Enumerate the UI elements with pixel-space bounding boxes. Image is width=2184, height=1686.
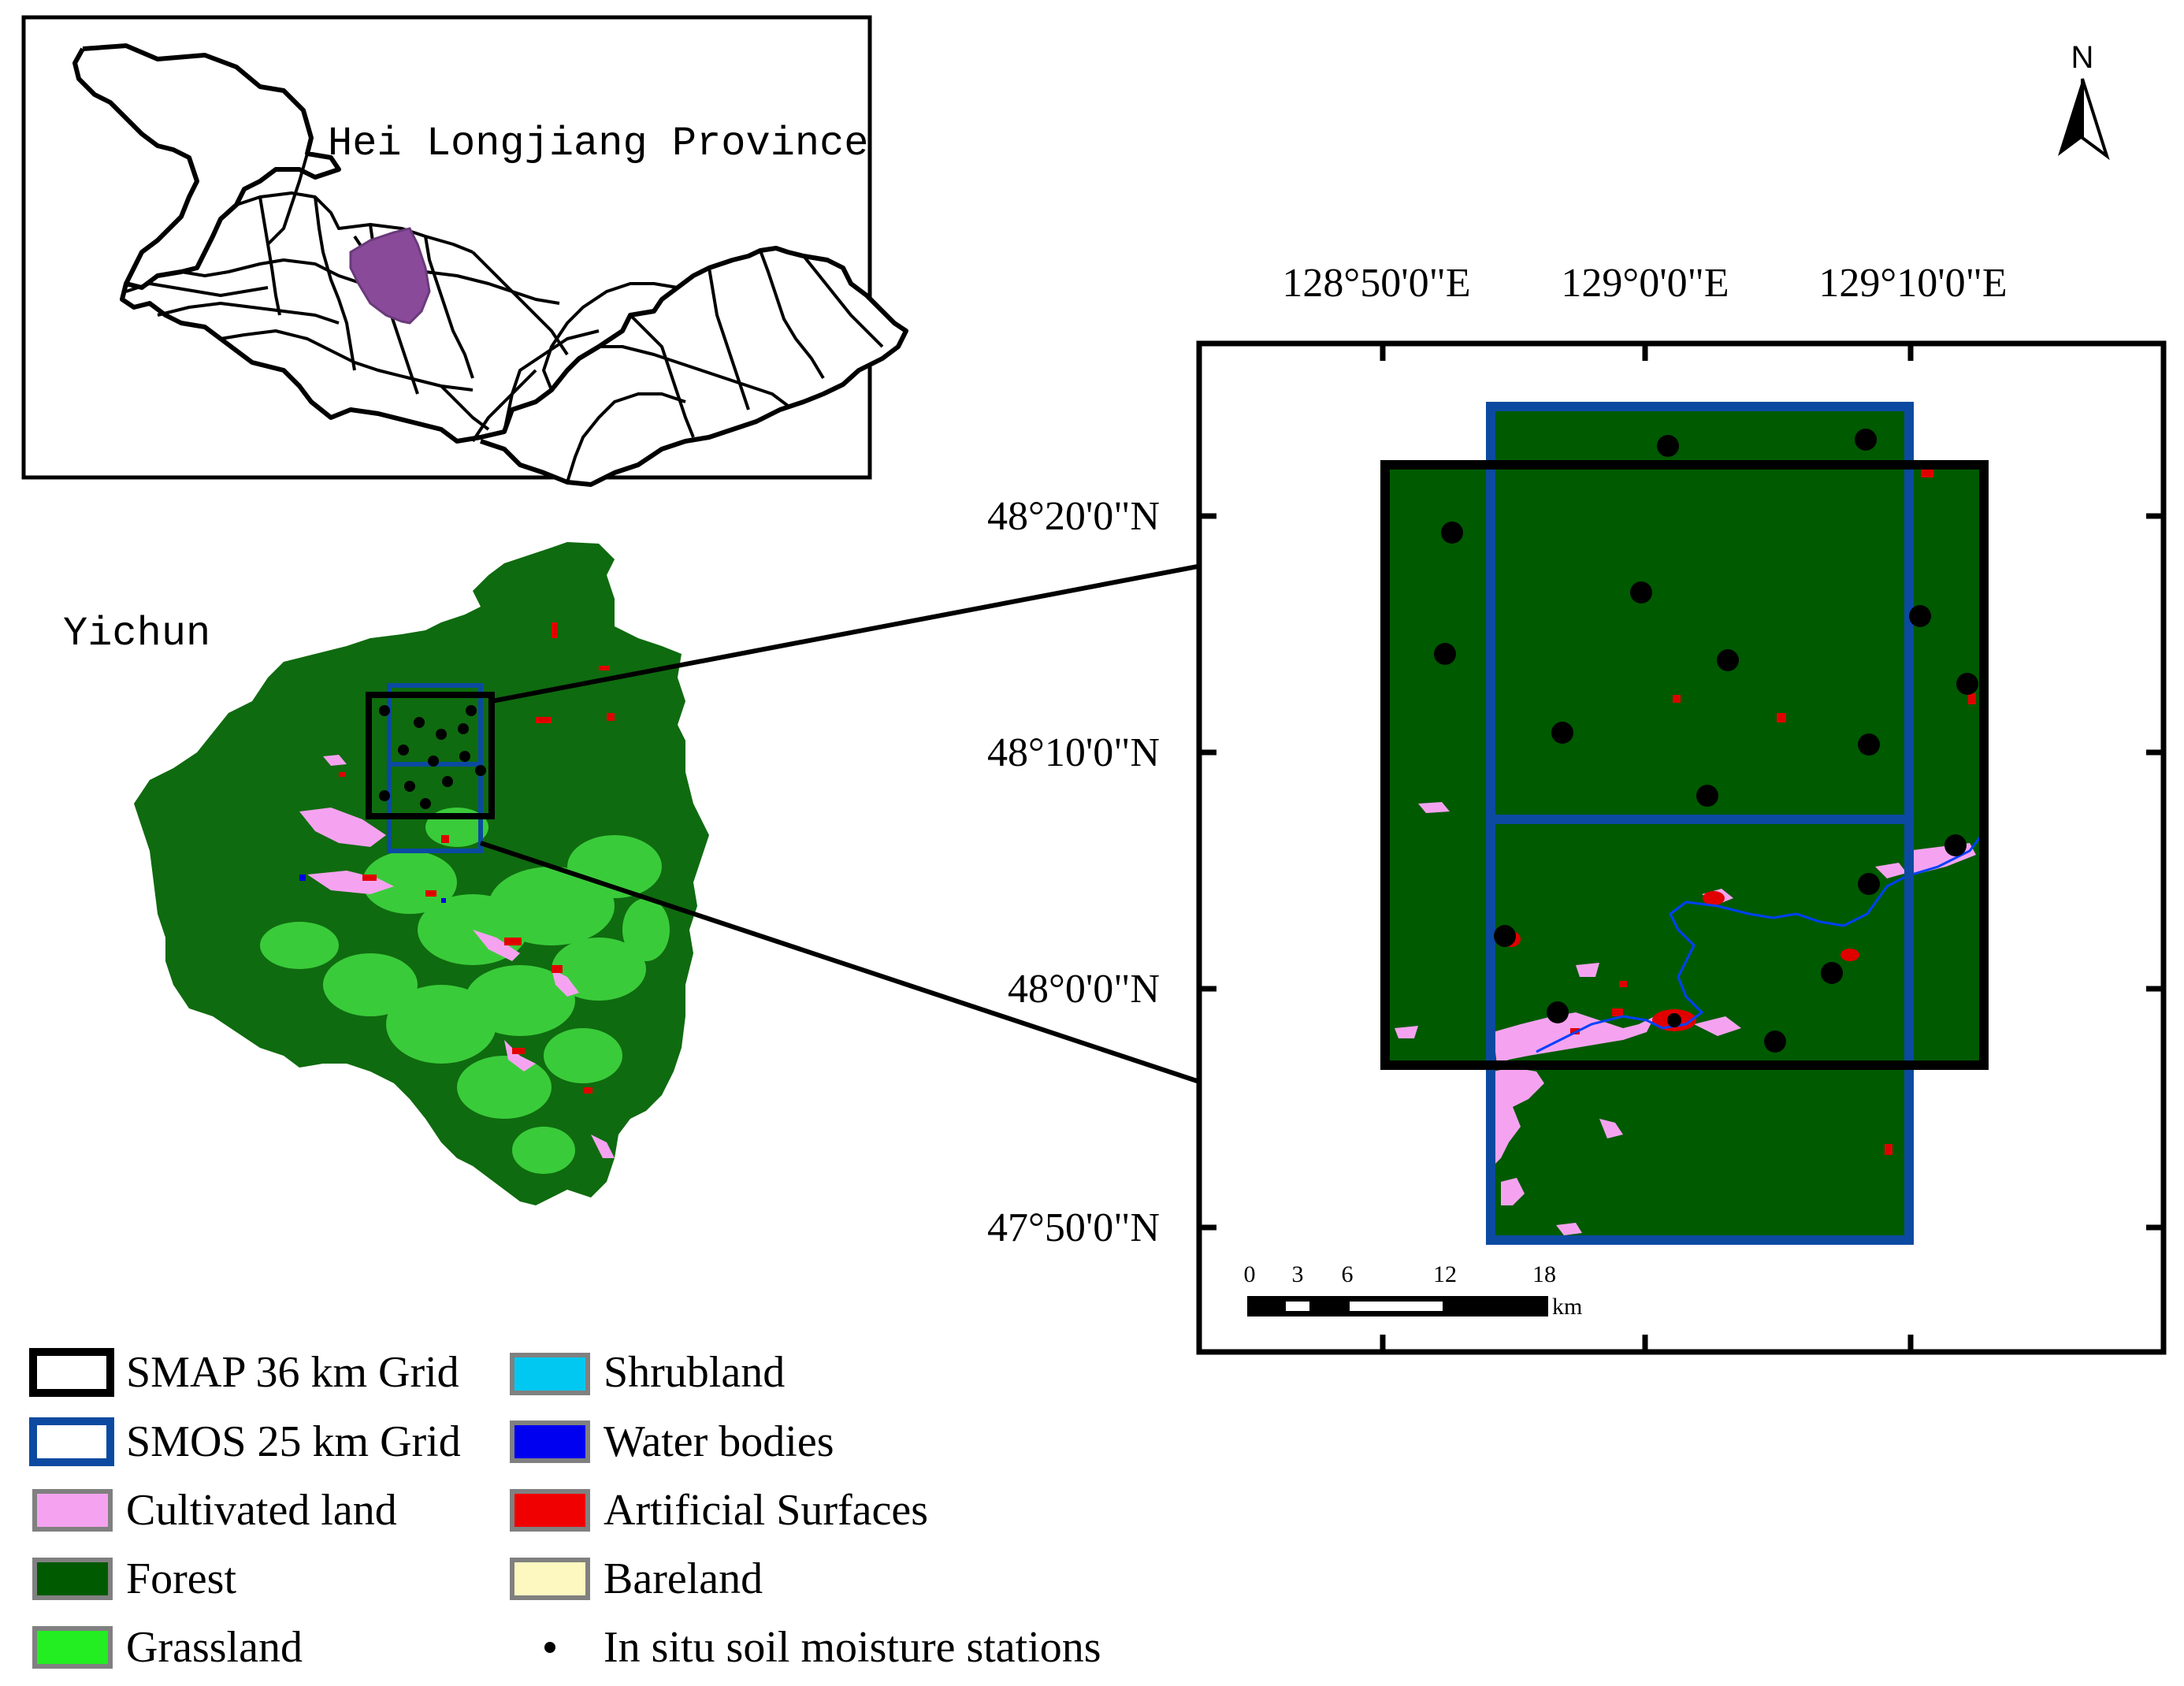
legend-label: SMAP 36 km Grid <box>126 1348 459 1397</box>
station-point <box>1717 649 1739 671</box>
lat-label-4: 47°50'0"N <box>987 1205 1160 1250</box>
legend-swatch-grassland <box>32 1626 113 1669</box>
north-arrow-right-half <box>2081 78 2110 161</box>
scale-bar: 0 3 6 12 18 km <box>1244 1261 1583 1320</box>
scale-tick-label: 12 <box>1433 1261 1457 1287</box>
station-point <box>1657 435 1679 457</box>
county-boundaries <box>125 153 884 483</box>
map-ticks <box>1199 344 2164 1352</box>
scale-unit-label: km <box>1552 1294 1582 1320</box>
station-point <box>1667 1013 1681 1027</box>
province-inset: Hei Longjiang Province <box>21 15 908 487</box>
north-arrow-left-half <box>2058 79 2082 156</box>
station-point <box>1630 581 1652 603</box>
legend-swatch-shrubland <box>510 1353 590 1395</box>
artificial-surface-patches <box>339 622 615 1094</box>
stations-small <box>379 705 486 809</box>
legend-swatch-bareland <box>510 1558 590 1600</box>
north-arrow: N <box>2058 40 2110 161</box>
station-point <box>1696 785 1718 807</box>
station-point <box>1494 925 1516 947</box>
legend-label: Water bodies <box>604 1417 834 1466</box>
smap-grid-small <box>366 692 495 819</box>
lon-label-3: 129°10'0"E <box>1818 261 2007 306</box>
station-point <box>1956 673 1978 695</box>
station-point <box>1858 873 1880 895</box>
legend-label: SMOS 25 km Grid <box>126 1417 461 1466</box>
lon-label-2: 129°0'0"E <box>1561 261 1729 306</box>
scale-bar-segment <box>1286 1302 1309 1311</box>
station-point <box>1551 722 1573 744</box>
legend-label: Grassland <box>126 1623 303 1672</box>
station-point <box>1944 834 1967 856</box>
legend-label: Cultivated land <box>126 1486 397 1535</box>
lat-label-3: 48°0'0"N <box>1008 967 1160 1012</box>
smap-grid <box>1380 460 1989 1070</box>
station-point <box>1434 643 1456 665</box>
province-label: Hei Longjiang Province <box>328 121 869 167</box>
scale-bar-segment <box>1350 1302 1443 1311</box>
station-point <box>1441 522 1463 544</box>
scale-tick-label: 6 <box>1342 1261 1354 1287</box>
lat-label-1: 48°20'0"N <box>987 494 1160 539</box>
legend-swatch-smap <box>29 1348 114 1397</box>
scale-tick-label: 0 <box>1244 1261 1256 1287</box>
legend-label: Forest <box>126 1554 236 1603</box>
legend-swatch-artificial <box>510 1489 590 1532</box>
water-patches <box>299 875 446 903</box>
station-point <box>1547 1001 1569 1023</box>
station-point <box>1909 605 1931 627</box>
province-outline <box>72 43 908 487</box>
scale-tick-label: 18 <box>1532 1261 1556 1287</box>
forest-area-upper <box>1493 408 1907 465</box>
forest-area-main <box>1388 465 1985 1065</box>
region-label: Yichun <box>63 611 210 657</box>
legend-swatch-smos <box>29 1417 114 1466</box>
north-arrow-label: N <box>2071 40 2094 75</box>
station-point <box>1764 1031 1786 1053</box>
soil-moisture-stations <box>1434 429 1978 1053</box>
legend-swatch-water <box>510 1420 590 1463</box>
legend-label: Bareland <box>604 1554 763 1603</box>
legend-label: In situ soil moisture stations <box>604 1623 1101 1672</box>
lat-label-2: 48°10'0"N <box>987 730 1160 775</box>
lon-label-1: 128°50'0"E <box>1282 261 1470 306</box>
legend-swatch-forest <box>32 1558 113 1600</box>
scale-tick-label: 3 <box>1292 1261 1304 1287</box>
station-point <box>1855 429 1877 451</box>
station-point <box>1858 733 1880 756</box>
cultivated-patches <box>299 755 615 1158</box>
legend: SMAP 36 km Grid SMOS 25 km Grid Cultivat… <box>29 1348 1101 1672</box>
yichun-landcover-map: Yichun <box>63 542 709 1205</box>
zoom-river <box>1536 834 1983 1053</box>
station-point <box>1821 962 1843 984</box>
forest-area-lower <box>1493 1065 1907 1239</box>
legend-label: Shrubland <box>604 1348 785 1397</box>
yichun-highlight <box>349 227 431 325</box>
legend-swatch-cultivated <box>32 1489 113 1532</box>
zoomed-map: 128°50'0"E 129°0'0"E 129°10'0"E 48°20'0"… <box>987 261 2167 1355</box>
legend-swatch-station <box>544 1642 555 1653</box>
legend-label: Artificial Surfaces <box>604 1486 928 1535</box>
